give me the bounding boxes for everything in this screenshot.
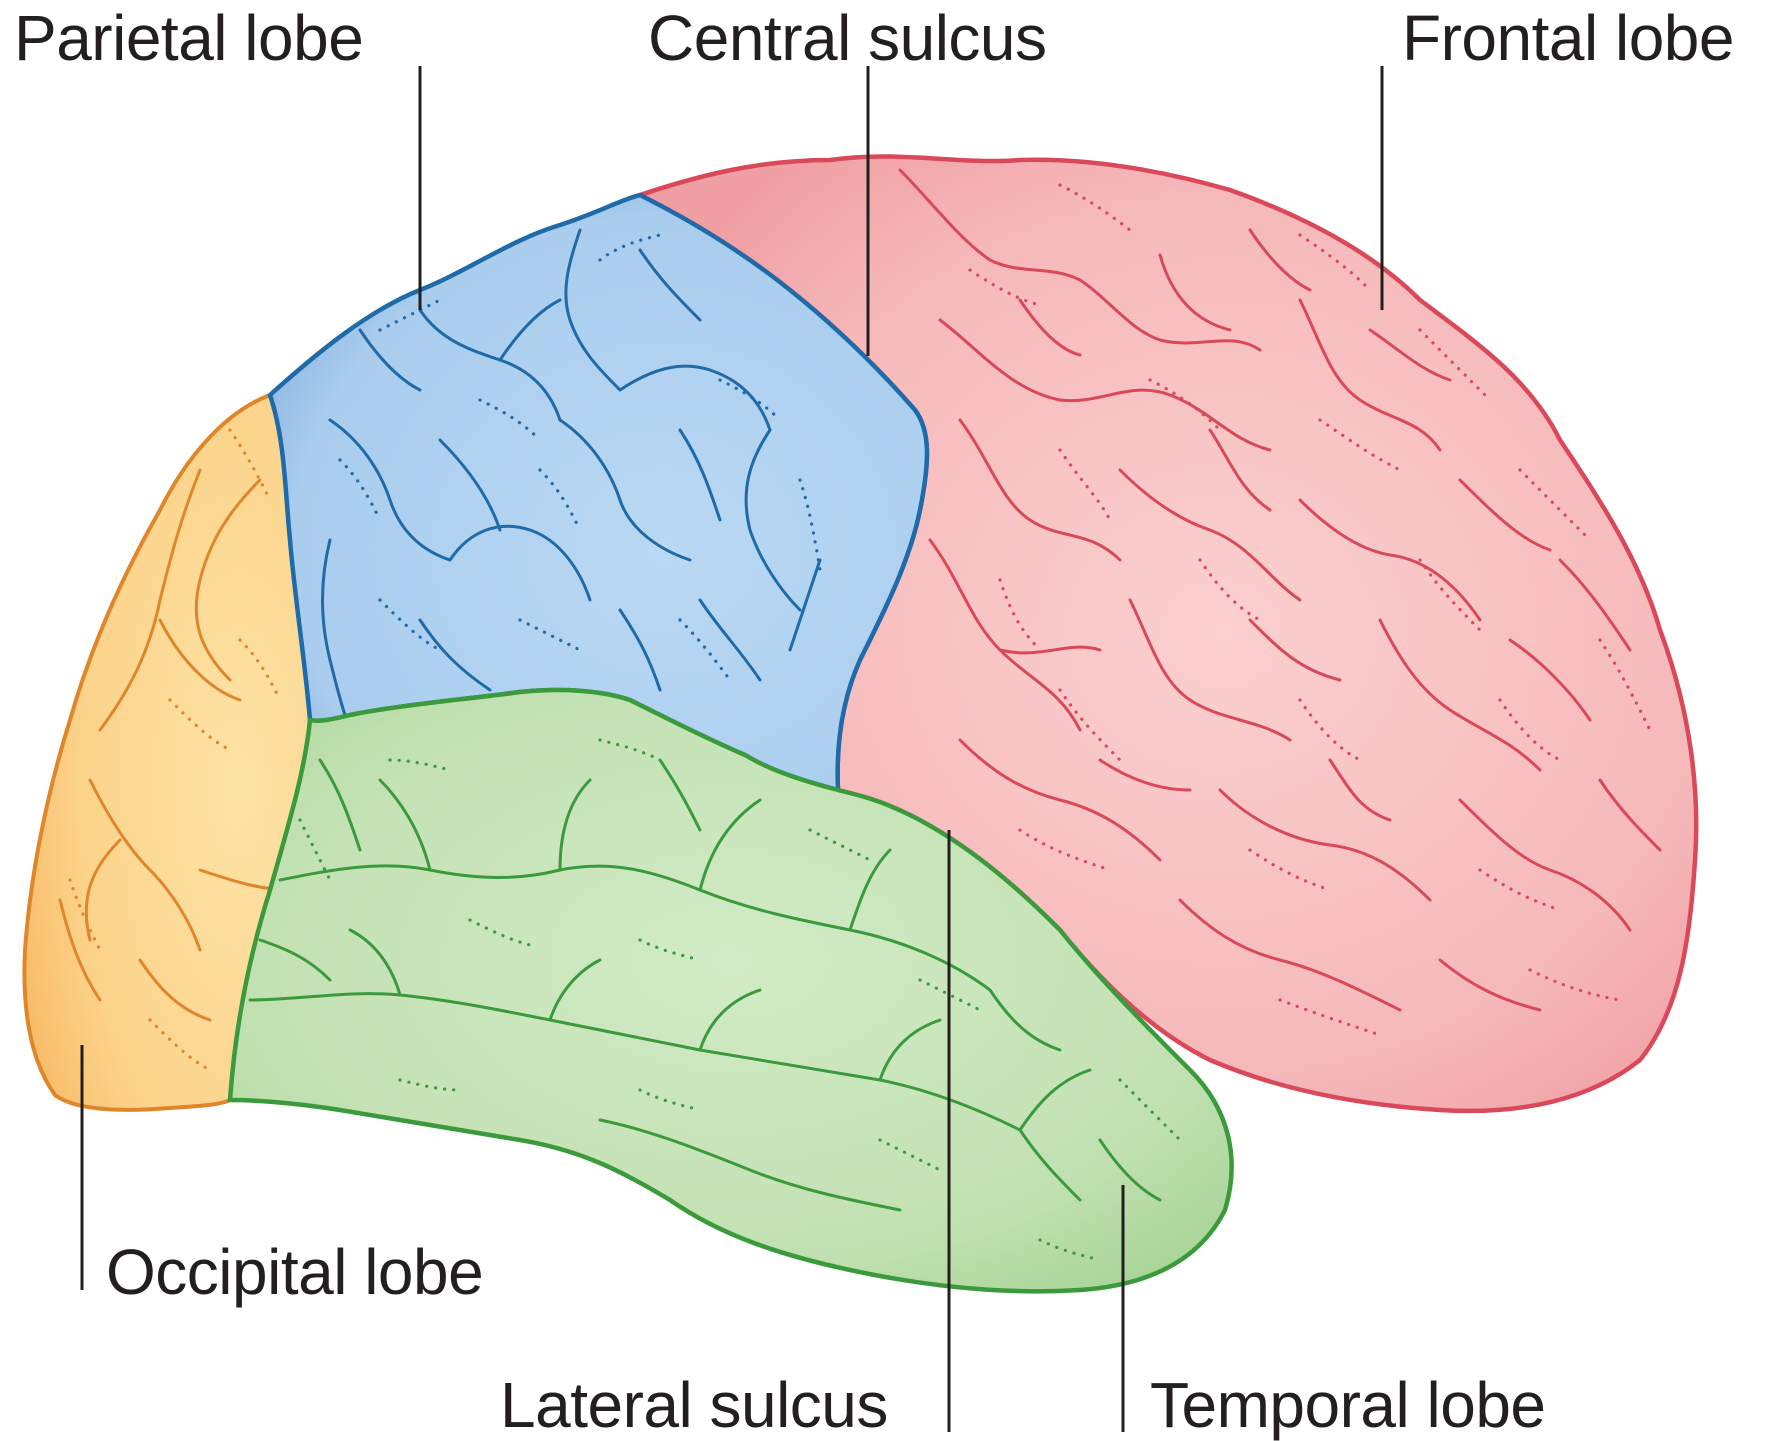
central-sulcus-label: Central sulcus [648, 6, 1047, 70]
occipital-lobe-label: Occipital lobe [106, 1240, 483, 1304]
lateral-sulcus-label: Lateral sulcus [500, 1373, 888, 1437]
temporal-lobe-label: Temporal lobe [1150, 1373, 1546, 1437]
parietal-lobe-label: Parietal lobe [14, 6, 363, 70]
frontal-lobe-label: Frontal lobe [1402, 6, 1734, 70]
